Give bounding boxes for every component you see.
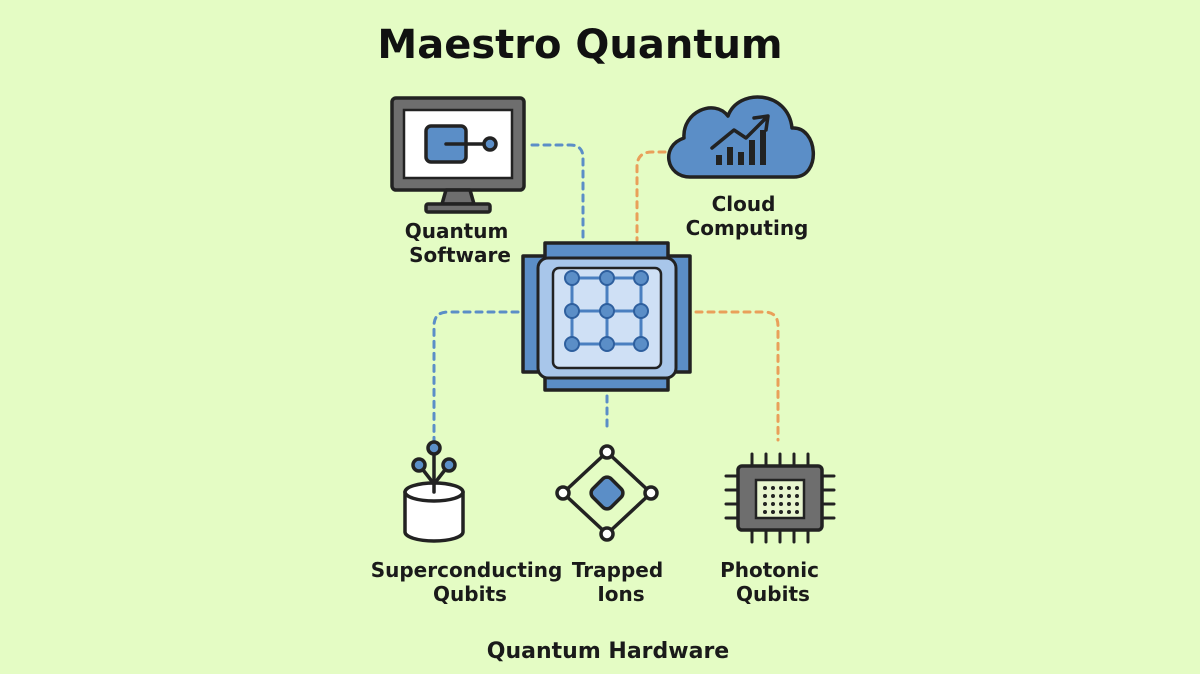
photonic-qubits-label: Photonic Qubits	[720, 558, 826, 606]
connector-superconducting	[432, 310, 520, 442]
connectors	[432, 143, 780, 442]
quantum-hardware-caption: Quantum Hardware	[487, 639, 729, 664]
microchip-icon	[724, 452, 836, 544]
trapped-ions-label: Trapped Ions	[572, 558, 670, 606]
connector-software	[530, 143, 585, 242]
qubit-grid-chip-icon	[521, 241, 692, 392]
connector-photonic	[694, 310, 780, 442]
cylinder-antenna-icon	[403, 440, 465, 543]
cloud-chart-icon	[666, 95, 816, 179]
connector-cloud	[635, 150, 667, 242]
diamond-ion-icon	[555, 444, 659, 542]
cloud-computing-label: Cloud Computing	[686, 192, 809, 240]
page-title: Maestro Quantum	[377, 22, 782, 68]
monitor-icon	[390, 96, 526, 214]
quantum-software-label: Quantum Software	[405, 219, 516, 267]
superconducting-qubits-label: Superconducting Qubits	[371, 558, 570, 606]
